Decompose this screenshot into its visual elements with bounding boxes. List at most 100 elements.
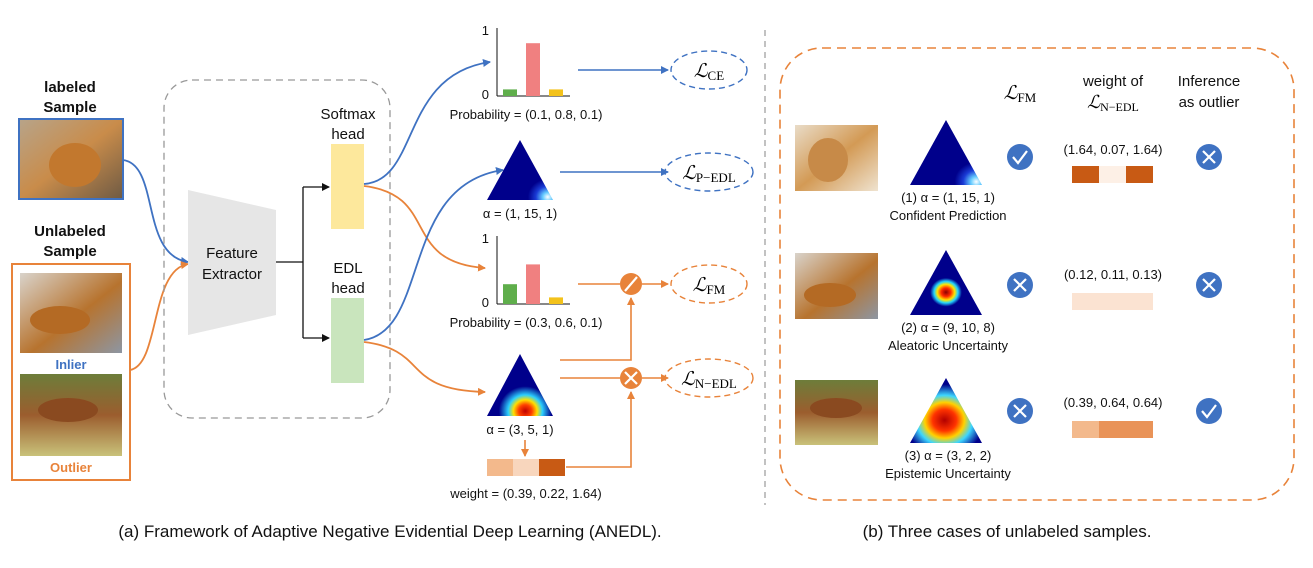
feature-extractor-block: [188, 190, 276, 335]
weight-cell-3: [539, 459, 565, 476]
loss-fm-ellipse: [670, 264, 748, 304]
unlabeled-sample-frame: [11, 263, 131, 481]
edl-head-block: [331, 298, 364, 383]
horse-shape: [38, 398, 98, 422]
top-chart-tick-max: 1: [482, 23, 489, 38]
edl-to-bottom-simplex-arrow: [363, 341, 486, 396]
cross-icon: [1202, 278, 1216, 292]
check-icon: [1201, 404, 1217, 419]
case3-weight-cell-2: [1099, 421, 1126, 438]
top-chart-tick-min: 0: [482, 87, 489, 102]
mid-chart-tick-max: 1: [482, 231, 489, 246]
outlier-label: Outlier: [50, 460, 92, 475]
case3-caption1: (3) α = (3, 2, 2): [905, 448, 992, 463]
labeled-title-2: Sample: [43, 99, 96, 116]
bottom-simplex-alpha: α = (3, 5, 1): [486, 422, 553, 437]
softmax-head-label-1: Softmax: [320, 106, 376, 123]
softmax-to-top-chart-arrow: [363, 59, 491, 185]
case2-weight-cell-3: [1126, 293, 1153, 310]
inlier-label: Inlier: [55, 357, 86, 372]
edl-to-top-simplex-arrow: [363, 167, 504, 341]
weight-caption: weight = (0.39, 0.22, 1.64): [449, 486, 601, 501]
case2-caption1: (2) α = (9, 10, 8): [901, 320, 995, 335]
loss-ce: ℒCE: [694, 61, 724, 83]
case1-simplex: [910, 120, 982, 185]
softmax-head-block: [331, 144, 364, 229]
softmax-head-label-2: head: [331, 126, 364, 143]
case2-weights: (0.12, 0.11, 0.13): [1064, 267, 1162, 282]
weight-cell-1: [487, 459, 513, 476]
retriever-shape: [30, 306, 90, 334]
case3-weight-cell-3: [1126, 421, 1153, 438]
case1-weight-cell-2: [1099, 166, 1126, 183]
caption-a: (a) Framework of Adaptive Negative Evide…: [118, 522, 661, 541]
doge-shape: [808, 138, 848, 182]
shiba-dog-shape: [49, 143, 101, 187]
mid-probability-chart: 1 0: [482, 231, 570, 310]
header-inference-line2: as outlier: [1179, 94, 1240, 111]
case1-weight-cell-1: [1072, 166, 1099, 183]
mid-chart-bar-2: [526, 264, 540, 304]
weight-to-nedl-op-arrow: [566, 391, 635, 468]
case2-caption2: Aleatoric Uncertainty: [888, 338, 1008, 353]
unlabeled-title-2: Sample: [43, 243, 96, 260]
multiply-icon-b: [624, 371, 638, 385]
softmax-to-mid-chart-arrow: [363, 185, 486, 272]
simplex-to-fm-op-arrow: [560, 297, 635, 361]
case2-retriever-shape: [804, 283, 856, 307]
top-simplex-alpha: α = (1, 15, 1): [483, 206, 557, 221]
case1-fm-check-icon: [1007, 144, 1033, 170]
header-fm: ℒFM: [1004, 83, 1037, 105]
header-weight-line2: ℒN−EDL: [1087, 92, 1139, 114]
loss-pedl: ℒP−EDL: [682, 163, 736, 185]
top-probability-chart: 1 0: [482, 23, 570, 102]
mid-chart-bar-3: [549, 297, 563, 304]
case2-weight-cell-1: [1072, 293, 1099, 310]
case1-caption2: Confident Prediction: [889, 208, 1006, 223]
case3-weight-cell-1: [1072, 421, 1099, 438]
labeled-to-extractor-arrow: [122, 159, 189, 265]
caption-b: (b) Three cases of unlabeled samples.: [863, 522, 1152, 541]
header-weight-line1: weight of: [1082, 73, 1144, 90]
top-chart-caption: Probability = (0.1, 0.8, 0.1): [450, 107, 603, 122]
unlabeled-title: Unlabeled: [34, 223, 106, 240]
top-chart-bar-2: [526, 43, 540, 96]
cross-icon: [1013, 404, 1027, 418]
top-simplex-confident: [487, 140, 553, 200]
loss-fm: ℒFM: [693, 275, 726, 297]
mid-chart-bar-1: [503, 284, 517, 304]
case1-weights: (1.64, 0.07, 1.64): [1063, 142, 1162, 157]
loss-ce-ellipse: [670, 50, 748, 90]
case3-horse-shape: [810, 398, 862, 418]
loss-nedl-ellipse: [664, 358, 754, 398]
loss-nedl: ℒN−EDL: [681, 369, 737, 391]
cross-icon: [1202, 150, 1216, 164]
loss-pedl-ellipse: [664, 152, 754, 192]
cross-icon: [1013, 278, 1027, 292]
edl-head-label-2: head: [331, 280, 364, 297]
case3-simplex: [910, 378, 982, 443]
extractor-label-1: Feature: [206, 245, 258, 262]
mid-chart-caption: Probability = (0.3, 0.6, 0.1): [450, 315, 603, 330]
case3-weights: (0.39, 0.64, 0.64): [1063, 395, 1162, 410]
case2-simplex: [910, 250, 982, 315]
mid-chart-tick-min: 0: [482, 295, 489, 310]
extractor-label-2: Extractor: [202, 266, 262, 283]
edl-head-label-1: EDL: [333, 260, 362, 277]
model-dashed-box: [163, 79, 391, 419]
slash-icon: [624, 276, 638, 292]
unlabeled-to-extractor-arrow: [129, 261, 189, 371]
header-inference-line1: Inference: [1178, 73, 1241, 90]
top-chart-bar-1: [503, 89, 517, 96]
weight-cell-2: [513, 459, 539, 476]
check-icon: [1012, 150, 1028, 165]
case3-caption2: Epistemic Uncertainty: [885, 466, 1011, 481]
case3-outlier-check-icon: [1196, 398, 1222, 424]
top-chart-bar-3: [549, 89, 563, 96]
case1-caption1: (1) α = (1, 15, 1): [901, 190, 995, 205]
case2-weight-cell-2: [1099, 293, 1126, 310]
bottom-simplex: [487, 354, 553, 416]
case1-weight-cell-3: [1126, 166, 1153, 183]
